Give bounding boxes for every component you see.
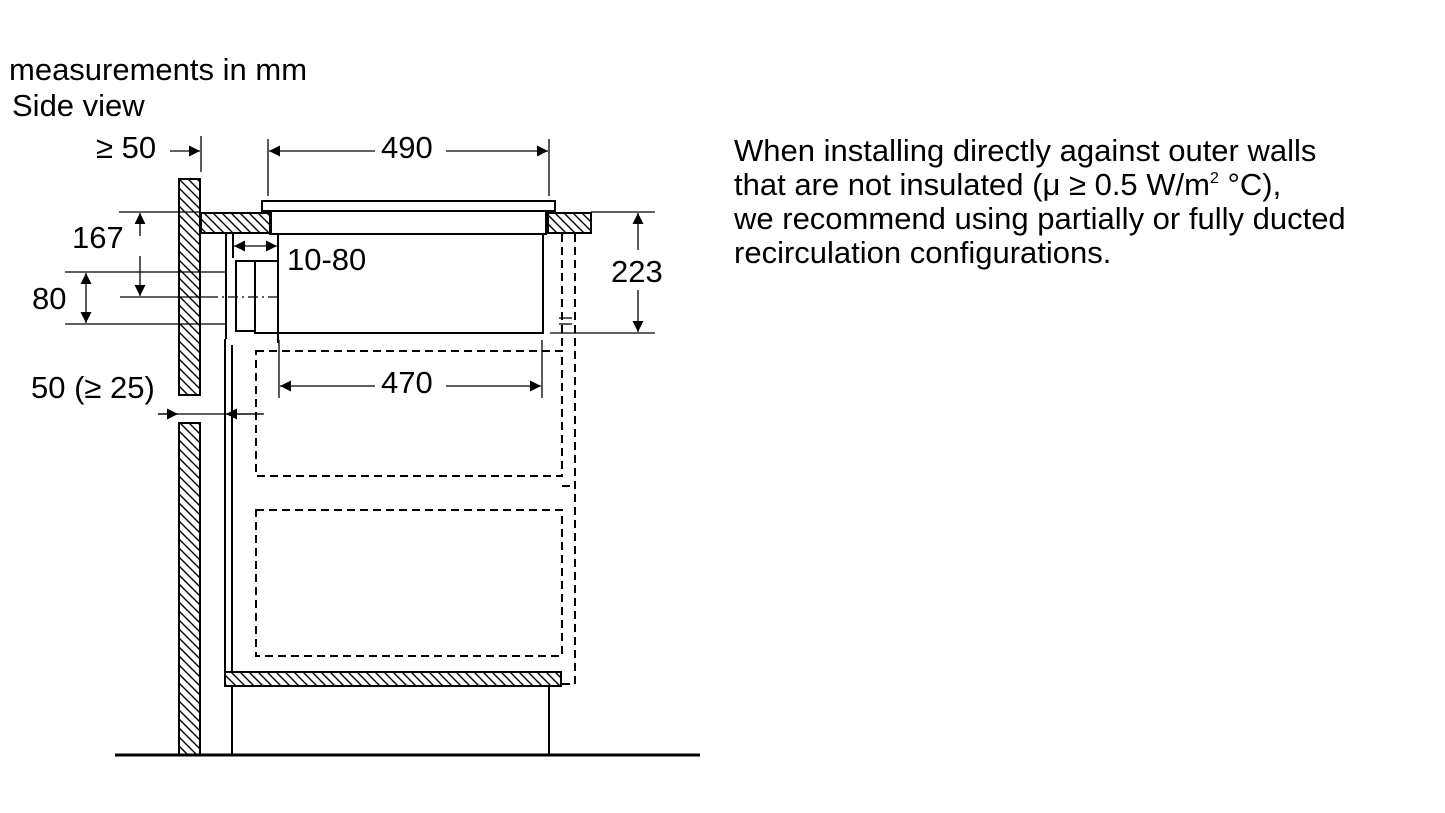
view-caption: Side view bbox=[12, 88, 145, 123]
note-line-2: that are not insulated (μ ≥ 0.5 W/m2 °C)… bbox=[734, 168, 1346, 202]
cabinet bbox=[224, 339, 562, 755]
height-167-label: 167 bbox=[72, 220, 124, 255]
note-line-2-end: °C), bbox=[1218, 167, 1282, 202]
units-caption: measurements in mm bbox=[9, 52, 308, 87]
drawers-dashed bbox=[255, 234, 576, 685]
hob-width-label: 490 bbox=[381, 130, 433, 165]
height-80-label: 80 bbox=[32, 281, 66, 316]
insulation-note: When installing directly against outer w… bbox=[734, 134, 1346, 270]
worktop bbox=[200, 212, 592, 234]
depth-223-label: 223 bbox=[611, 254, 663, 289]
note-line-3: we recommend using partially or fully du… bbox=[734, 201, 1346, 236]
rear-gap-label: 50 (≥ 25) bbox=[31, 370, 155, 405]
note-line-2-text: that are not insulated (μ ≥ 0.5 W/m bbox=[734, 167, 1210, 202]
note-line-4: recirculation configurations. bbox=[734, 235, 1112, 270]
wall bbox=[178, 178, 201, 756]
note-line-1: When installing directly against outer w… bbox=[734, 133, 1317, 168]
inner-width-label: 470 bbox=[381, 365, 433, 400]
wall-clearance-label: ≥ 50 bbox=[96, 130, 156, 165]
note-superscript: 2 bbox=[1209, 170, 1219, 187]
duct-gap-label: 10-80 bbox=[287, 242, 366, 277]
dimension-lines bbox=[65, 136, 655, 420]
dimension-labels: ≥ 50 490 167 80 10-80 223 470 50 (≥ 25) bbox=[31, 130, 663, 405]
duct-connector bbox=[208, 234, 279, 339]
